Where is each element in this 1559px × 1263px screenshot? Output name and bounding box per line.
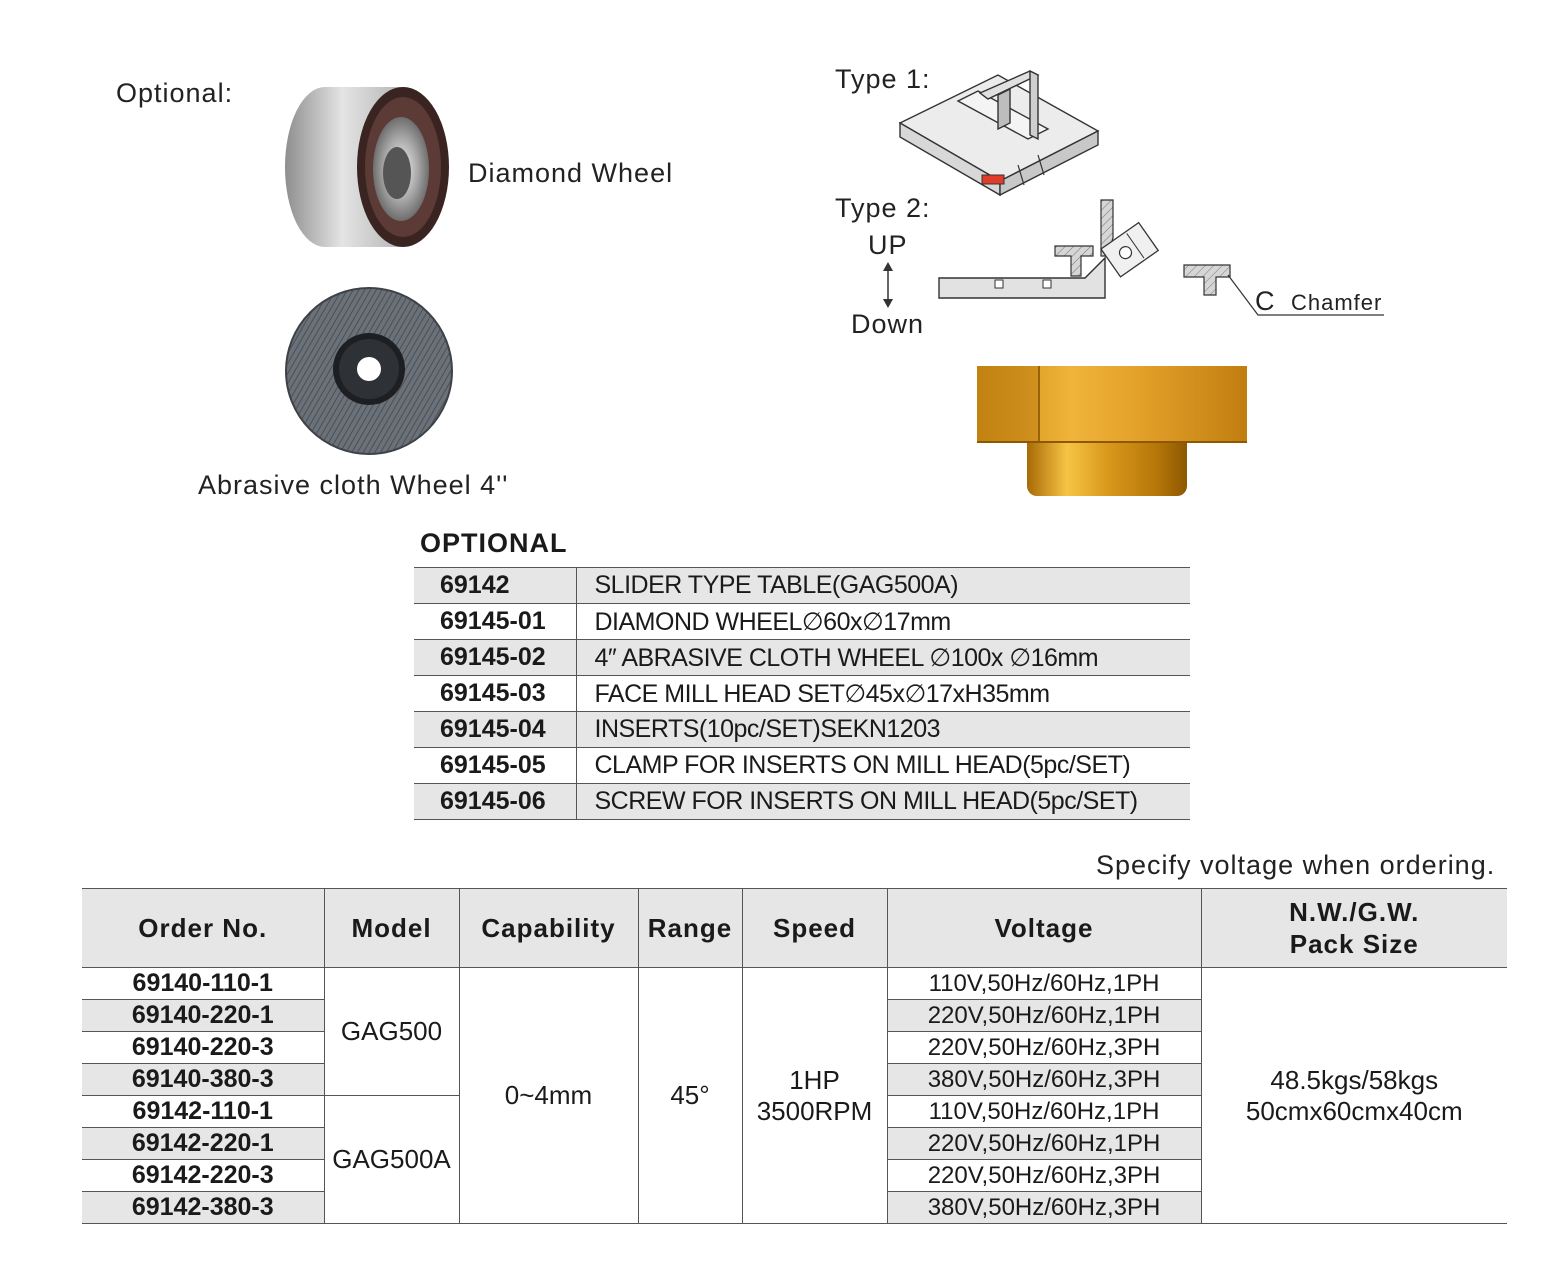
header-range: Range: [637, 888, 742, 968]
face-mill-head-image: [977, 366, 1247, 496]
weight: 48.5kgs/58kgs: [1270, 1064, 1439, 1095]
item-code: 69145-04: [414, 711, 577, 748]
order-no: 69140-220-1: [82, 999, 324, 1032]
header-capability: Capability: [458, 888, 638, 968]
table-row: 69140-220-3 220V,50Hz/60Hz,3PH: [82, 1031, 1507, 1064]
header-pack: N.W./G.W. Pack Size: [1200, 888, 1507, 968]
order-no: 69142-220-3: [82, 1159, 324, 1192]
speed-power: 1HP: [789, 1064, 840, 1095]
capability-cell: 0~4mm: [458, 967, 638, 1224]
down-label: Down: [851, 309, 925, 339]
chamfer-section-drawing: [1183, 264, 1384, 316]
order-no: 69140-220-3: [82, 1031, 324, 1064]
table-row: 69142 SLIDER TYPE TABLE(GAG500A): [414, 567, 1190, 604]
order-no: 69140-110-1: [82, 967, 324, 1000]
table-row: 69145-03 FACE MILL HEAD SET∅45x∅17xH35mm: [414, 675, 1190, 712]
item-description: CLAMP FOR INSERTS ON MILL HEAD(5pc/SET): [576, 747, 1190, 784]
pack-cell: 48.5kgs/58kgs 50cmx60cmx40cm: [1200, 967, 1507, 1224]
up-label: UP: [868, 230, 908, 260]
item-description: 4″ ABRASIVE CLOTH WHEEL ∅100x ∅16mm: [576, 639, 1190, 676]
voltage: 110V,50Hz/60Hz,1PH: [886, 1095, 1201, 1128]
item-description: INSERTS(10pc/SET)SEKN1203: [576, 711, 1190, 748]
item-description: DIAMOND WHEEL∅60x∅17mm: [576, 603, 1190, 640]
table-row: 69145-04 INSERTS(10pc/SET)SEKN1203: [414, 711, 1190, 748]
table-row: 69145-06 SCREW FOR INSERTS ON MILL HEAD(…: [414, 783, 1190, 820]
chamfer-c-label: C: [1255, 286, 1276, 316]
item-code: 69142: [414, 567, 577, 604]
optional-items-table: 69142 SLIDER TYPE TABLE(GAG500A) 69145-0…: [414, 567, 1190, 820]
header-voltage: Voltage: [886, 888, 1201, 968]
pack-size: 50cmx60cmx40cm: [1245, 1095, 1463, 1126]
model-cell: GAG500: [323, 967, 459, 1096]
table-row: 69140-380-3 380V,50Hz/60Hz,3PH: [82, 1063, 1507, 1096]
table-row: 69145-02 4″ ABRASIVE CLOTH WHEEL ∅100x ∅…: [414, 639, 1190, 676]
optional-label: Optional:: [116, 78, 234, 108]
voltage: 380V,50Hz/60Hz,3PH: [886, 1191, 1201, 1224]
item-description: SCREW FOR INSERTS ON MILL HEAD(5pc/SET): [576, 783, 1190, 820]
order-no: 69142-110-1: [82, 1095, 324, 1128]
table-row: 69142-220-3 220V,50Hz/60Hz,3PH: [82, 1159, 1507, 1192]
table-row: 69140-110-1 GAG500 0~4mm 45° 1HP 3500RPM…: [82, 967, 1507, 1224]
table-row: 69145-05 CLAMP FOR INSERTS ON MILL HEAD(…: [414, 747, 1190, 784]
abrasive-wheel-image: [285, 287, 453, 455]
order-no: 69142-220-1: [82, 1127, 324, 1160]
type2-label: Type 2:: [835, 193, 931, 223]
type2-section-drawing: [938, 199, 1160, 299]
voltage: 220V,50Hz/60Hz,3PH: [886, 1031, 1201, 1064]
item-code: 69145-03: [414, 675, 577, 712]
voltage-note: Specify voltage when ordering.: [1096, 850, 1496, 880]
order-no: 69142-380-3: [82, 1191, 324, 1224]
speed-rpm: 3500RPM: [756, 1095, 873, 1126]
header-pack-line2: Pack Size: [1289, 929, 1419, 959]
model-cell: GAG500A: [323, 1095, 459, 1224]
optional-heading: OPTIONAL: [420, 528, 568, 558]
item-description: FACE MILL HEAD SET∅45x∅17xH35mm: [576, 675, 1190, 712]
up-down-arrow-icon: [883, 262, 893, 308]
item-code: 69145-06: [414, 783, 577, 820]
spec-table: Order No. Model Capability Range Speed V…: [82, 888, 1507, 1224]
item-code: 69145-01: [414, 603, 577, 640]
header-order-no: Order No.: [82, 888, 324, 968]
voltage: 220V,50Hz/60Hz,3PH: [886, 1159, 1201, 1192]
item-code: 69145-02: [414, 639, 577, 676]
chamfer-label: Chamfer: [1291, 290, 1383, 315]
voltage: 220V,50Hz/60Hz,1PH: [886, 999, 1201, 1032]
range-cell: 45°: [637, 967, 742, 1224]
table-row: 69140-220-1 220V,50Hz/60Hz,1PH: [82, 999, 1507, 1032]
type1-slider-table-drawing: [898, 69, 1100, 197]
header-speed: Speed: [741, 888, 887, 968]
table-row: 69145-01 DIAMOND WHEEL∅60x∅17mm: [414, 603, 1190, 640]
voltage: 220V,50Hz/60Hz,1PH: [886, 1127, 1201, 1160]
speed-cell: 1HP 3500RPM: [741, 967, 887, 1224]
table-row: 69142-110-1 GAG500A 110V,50Hz/60Hz,1PH: [82, 1095, 1507, 1224]
diamond-wheel-label: Diamond Wheel: [468, 158, 674, 188]
item-code: 69145-05: [414, 747, 577, 784]
item-description: SLIDER TYPE TABLE(GAG500A): [576, 567, 1190, 604]
voltage: 380V,50Hz/60Hz,3PH: [886, 1063, 1201, 1096]
order-no: 69140-380-3: [82, 1063, 324, 1096]
abrasive-wheel-label: Abrasive cloth Wheel 4'': [198, 470, 509, 500]
header-model: Model: [323, 888, 459, 968]
diamond-wheel-image: [285, 87, 449, 247]
table-row: 69142-220-1 220V,50Hz/60Hz,1PH: [82, 1127, 1507, 1160]
table-row: 69142-380-3 380V,50Hz/60Hz,3PH: [82, 1191, 1507, 1224]
type1-label: Type 1:: [835, 64, 931, 94]
voltage: 110V,50Hz/60Hz,1PH: [886, 967, 1201, 1000]
header-pack-line1: N.W./G.W.: [1289, 897, 1420, 927]
